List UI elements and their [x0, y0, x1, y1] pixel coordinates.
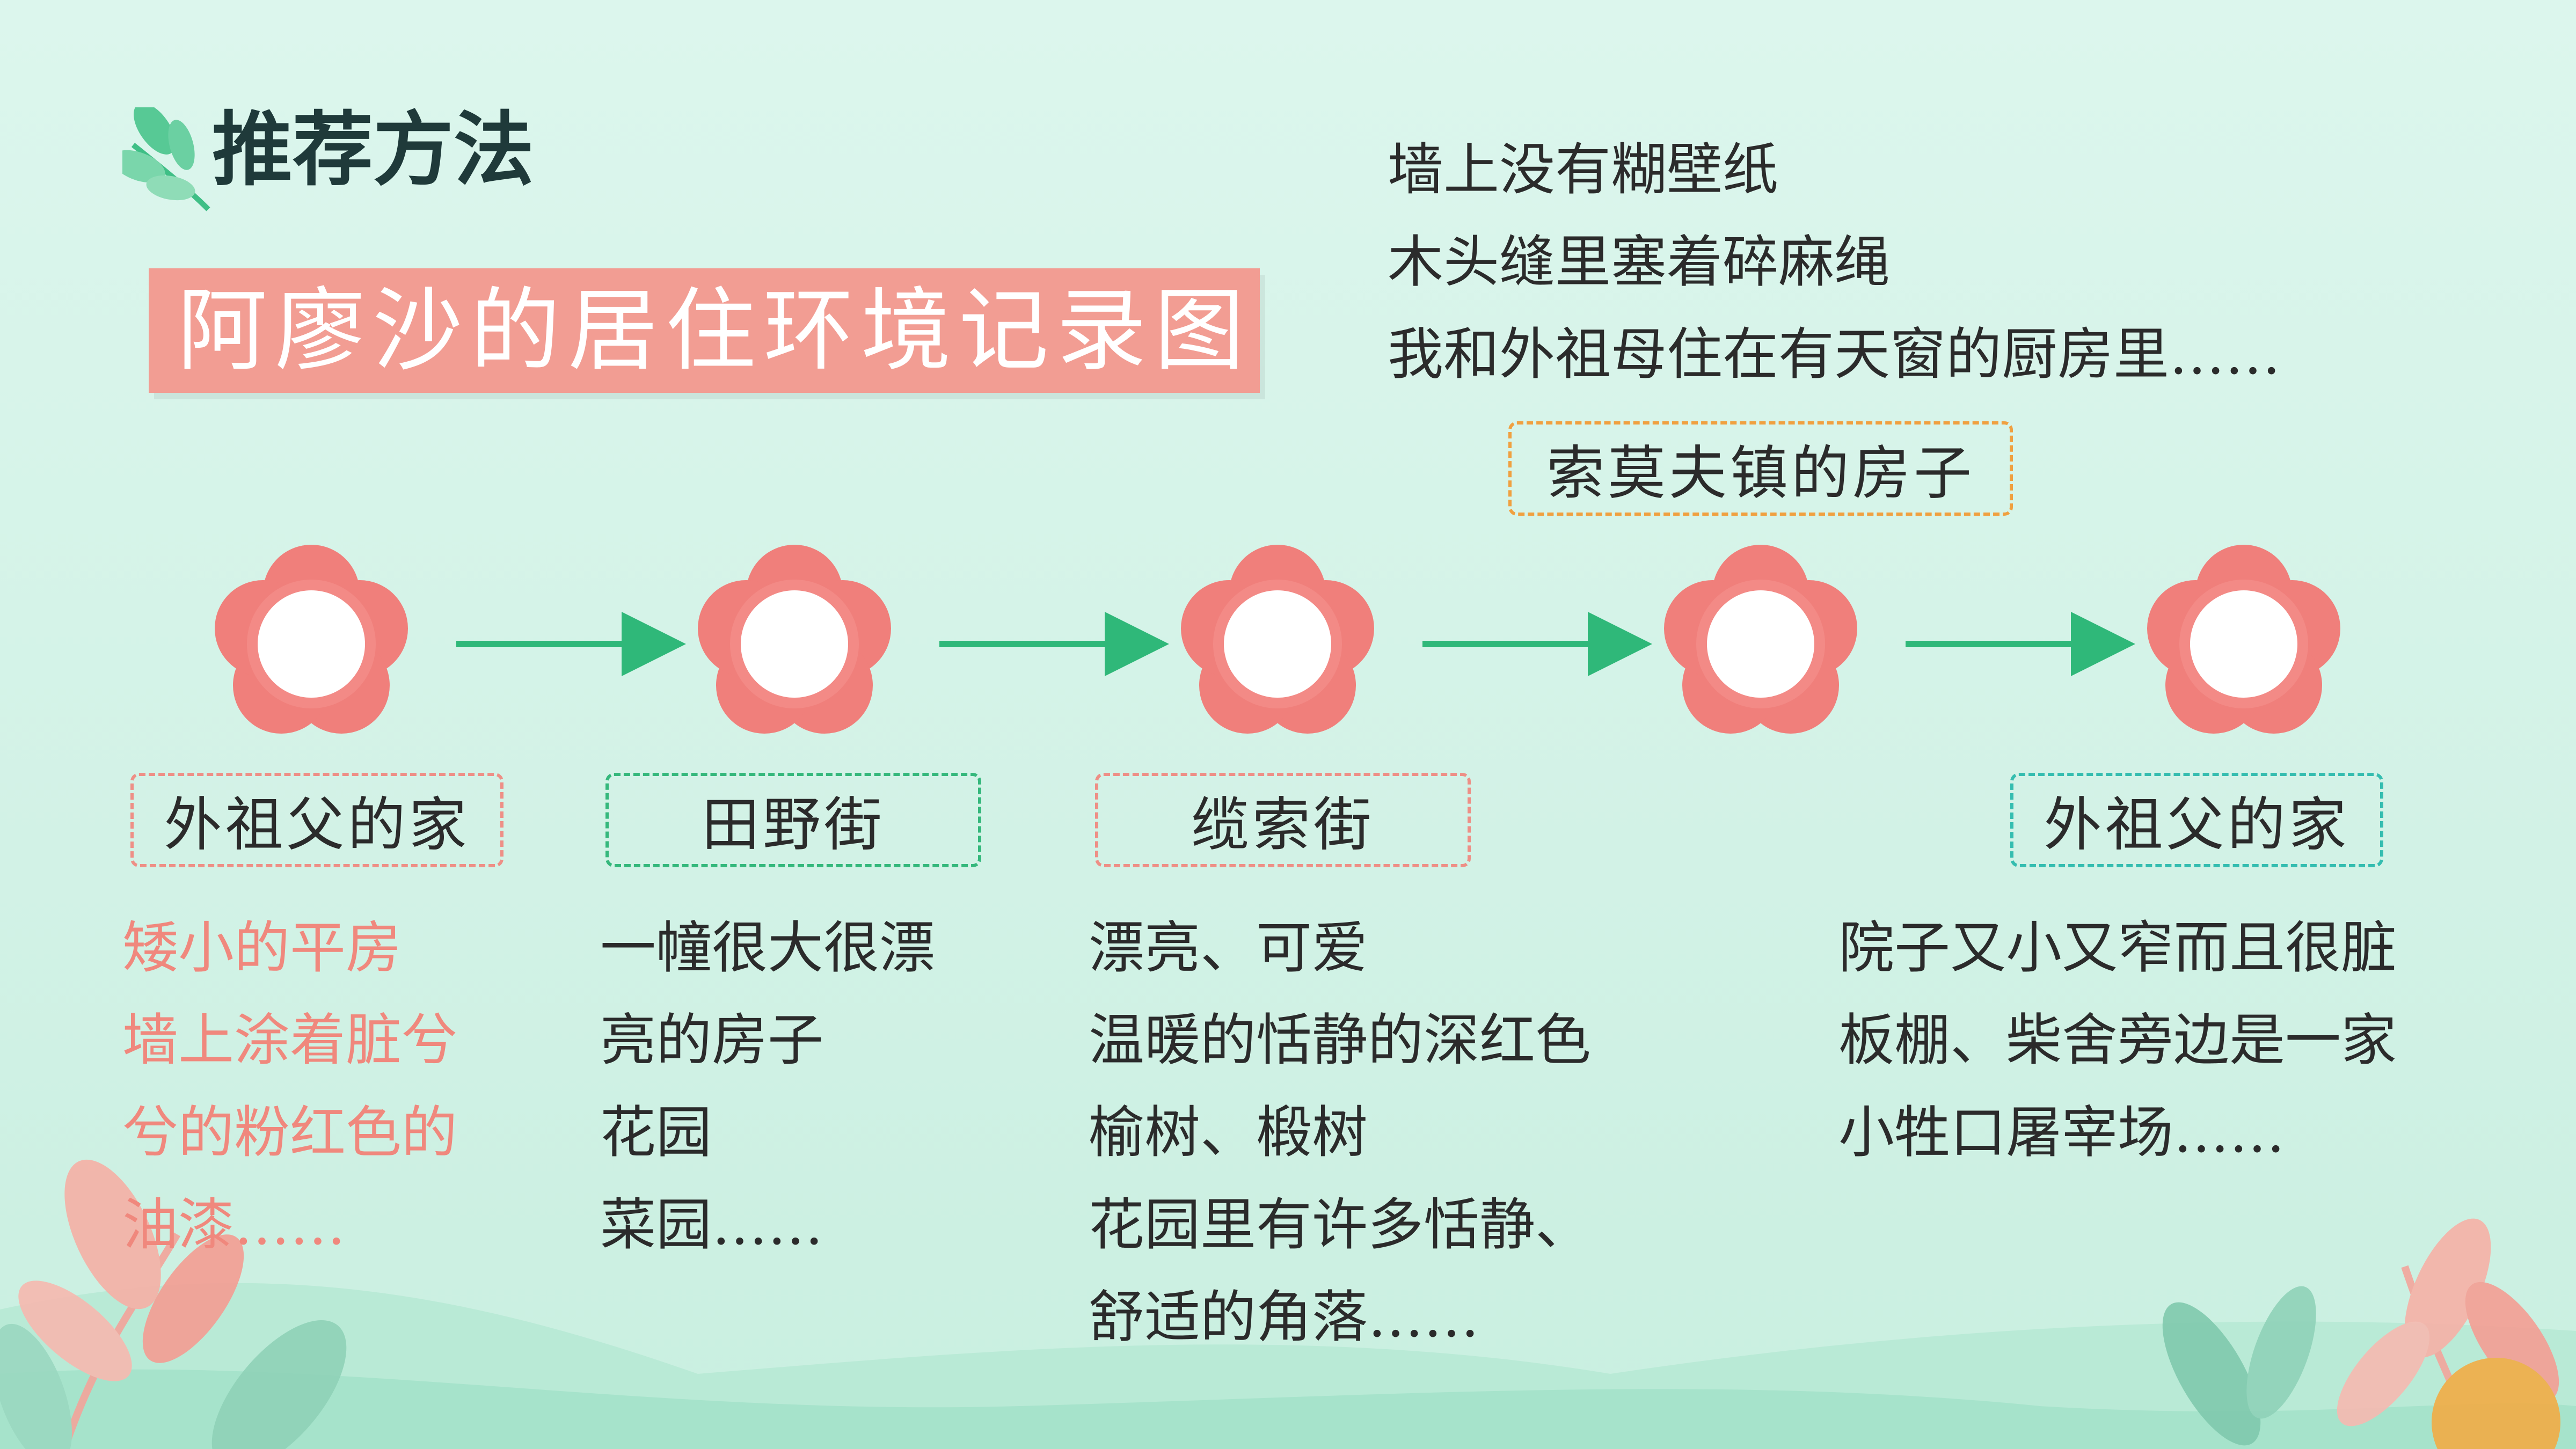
- stage-2-flower-icon: [698, 545, 891, 734]
- page-title: 推荐方法: [212, 104, 535, 197]
- detail-line: 花园里有许多恬静、: [1089, 1192, 1592, 1257]
- detail-line: 院子又小又窄而且很脏: [1838, 915, 2397, 980]
- banner-title: 阿廖沙的居住环境记录图: [177, 278, 1252, 383]
- stage-1-label-text: 外祖父的家: [164, 792, 470, 859]
- detail-line: 亮的房子: [600, 1007, 824, 1073]
- stage-3-label-text: 缆索街: [1191, 792, 1375, 859]
- stage-2-details: 一幢很大很漂 亮的房子 花园 菜园……: [600, 902, 935, 1271]
- stage-4-flower-icon: [1664, 545, 1857, 734]
- detail-line: 榆树、椴树: [1089, 1100, 1368, 1165]
- detail-line: 舒适的角落……: [1089, 1284, 1480, 1350]
- detail-line: 墙上涂着脏兮: [122, 1007, 458, 1073]
- note-line: 墙上没有糊壁纸: [1388, 137, 1779, 202]
- title-banner: [149, 268, 1260, 393]
- stage-1-label: 外祖父的家: [130, 773, 503, 867]
- stage-4-label-text: 索莫夫镇的房子: [1546, 440, 1975, 507]
- stage-5-details: 院子又小又窄而且很脏 板棚、柴舍旁边是一家 小牲口屠宰场……: [1838, 902, 2397, 1179]
- stage-1-details: 矮小的平房 墙上涂着脏兮 兮的粉红色的 油漆……: [122, 902, 457, 1271]
- stage-3-flower-icon: [1181, 545, 1374, 734]
- detail-line: 兮的粉红色的: [122, 1100, 458, 1165]
- detail-line: 小牲口屠宰场……: [1838, 1100, 2286, 1165]
- detail-line: 板棚、柴舍旁边是一家: [1838, 1007, 2397, 1073]
- note-line: 我和外祖母住在有天窗的厨房里……: [1388, 321, 2281, 387]
- stage-5-label-text: 外祖父的家: [2044, 792, 2350, 859]
- stage-5-label: 外祖父的家: [2010, 773, 2383, 867]
- detail-line: 油漆……: [122, 1192, 346, 1257]
- stage-2-label: 田野街: [605, 773, 981, 867]
- detail-line: 一幢很大很漂: [600, 915, 936, 980]
- detail-line: 矮小的平房: [122, 915, 402, 980]
- stage-2-label-text: 田野街: [701, 792, 885, 859]
- detail-line: 花园: [600, 1100, 712, 1165]
- stage-3-label: 缆索街: [1095, 773, 1471, 867]
- stage-3-details: 漂亮、可爱 温暖的恬静的深红色 榆树、椴树 花园里有许多恬静、 舒适的角落……: [1089, 902, 1591, 1363]
- stage-1-flower-icon: [215, 545, 408, 734]
- top-notes: 墙上没有糊壁纸 木头缝里塞着碎麻绳 我和外祖母住在有天窗的厨房里……: [1388, 123, 2281, 400]
- detail-line: 菜园……: [600, 1192, 824, 1257]
- detail-line: 漂亮、可爱: [1089, 915, 1368, 980]
- detail-line: 温暖的恬静的深红色: [1089, 1007, 1592, 1073]
- stage-5-flower-icon: [2147, 545, 2340, 734]
- stage-4-label: 索莫夫镇的房子: [1508, 421, 2013, 516]
- leaf-sprig-icon: [122, 107, 210, 211]
- note-line: 木头缝里塞着碎麻绳: [1388, 229, 1891, 295]
